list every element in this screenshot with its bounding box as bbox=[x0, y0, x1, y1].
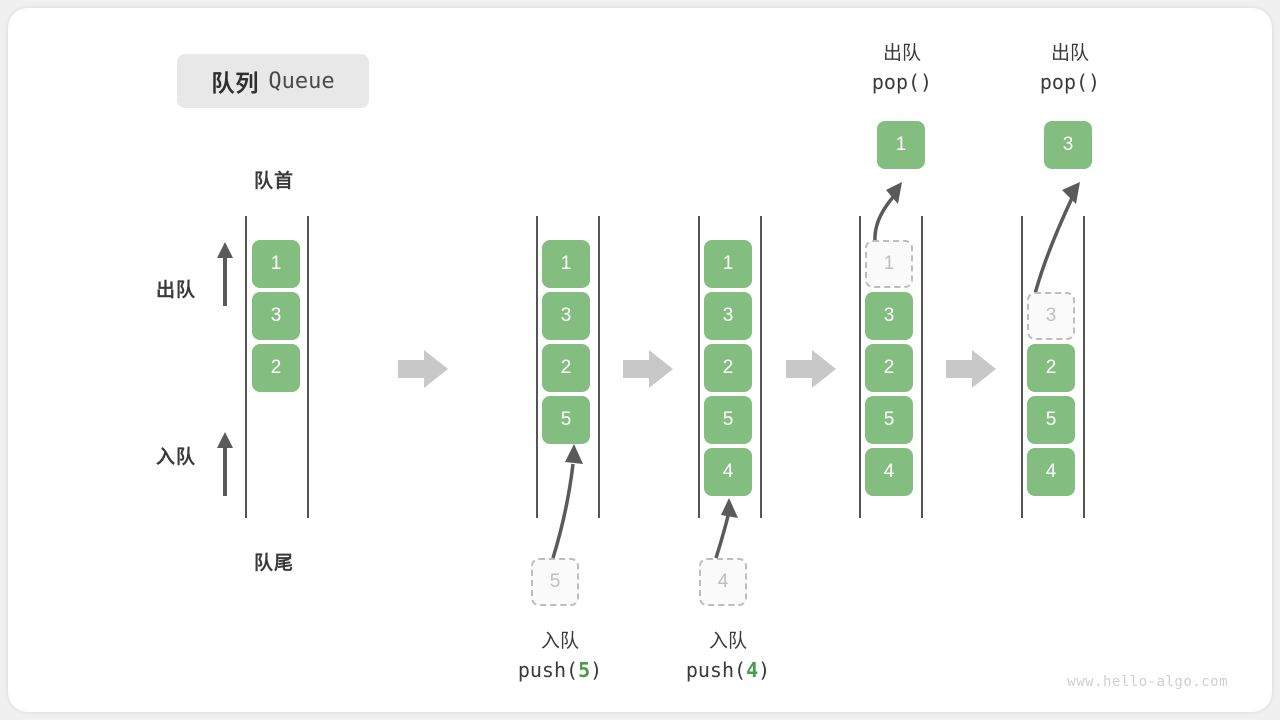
queue-cell: 2 bbox=[704, 344, 752, 392]
queue-cell: 5 bbox=[542, 396, 590, 444]
dequeue-label: 出队 bbox=[156, 280, 197, 301]
caption-pop-1: 出队 pop() bbox=[808, 40, 996, 97]
diagram-card: 队列 Queue 队首 队尾 1 3 2 出队 入队 1 3 2 5 5 入队 … bbox=[8, 8, 1272, 712]
enqueue-arrow-icon bbox=[217, 432, 233, 496]
rail-right-col2 bbox=[598, 216, 600, 518]
queue-cell: 3 bbox=[252, 292, 300, 340]
caption-code: pop() bbox=[1039, 69, 1101, 94]
queue-cell: 2 bbox=[542, 344, 590, 392]
rail-right-col3 bbox=[760, 216, 762, 518]
caption-arg: 4 bbox=[746, 657, 759, 682]
caption-fn: push( bbox=[685, 657, 747, 682]
queue-cell: 1 bbox=[542, 240, 590, 288]
step-arrow-icon bbox=[623, 350, 673, 388]
title-cn: 队列 bbox=[211, 70, 260, 96]
incoming-ghost-cell: 5 bbox=[531, 558, 579, 606]
caption-push-5: 入队 push(5) bbox=[460, 628, 660, 685]
incoming-ghost-cell: 4 bbox=[699, 558, 747, 606]
caption-fn: push( bbox=[517, 657, 579, 682]
popped-cell: 3 bbox=[1044, 121, 1092, 169]
caption-pop-2: 出队 pop() bbox=[976, 40, 1164, 97]
caption-cn: 出队 bbox=[882, 43, 921, 64]
queue-cell: 5 bbox=[704, 396, 752, 444]
caption-close: ) bbox=[590, 657, 603, 682]
caption-cn: 入队 bbox=[708, 631, 747, 652]
queue-cell: 4 bbox=[704, 448, 752, 496]
step-arrow-icon bbox=[398, 350, 448, 388]
caption-close: ) bbox=[758, 657, 771, 682]
queue-cell: 2 bbox=[1027, 344, 1075, 392]
rail-right-col5 bbox=[1083, 216, 1085, 518]
caption-cn: 出队 bbox=[1050, 43, 1089, 64]
caption-arg: 5 bbox=[578, 657, 591, 682]
popped-cell: 1 bbox=[877, 121, 925, 169]
queue-rear-label: 队尾 bbox=[253, 553, 294, 574]
step-arrow-icon bbox=[786, 350, 836, 388]
rail-right-col4 bbox=[921, 216, 923, 518]
caption-push-4: 入队 push(4) bbox=[628, 628, 828, 685]
queue-cell: 3 bbox=[865, 292, 913, 340]
enqueue-motion-arrow-icon bbox=[551, 444, 583, 559]
queue-cell: 4 bbox=[1027, 448, 1075, 496]
rail-left-col2 bbox=[536, 216, 538, 518]
watermark: www.hello-algo.com bbox=[1067, 674, 1228, 690]
rail-left-col5 bbox=[1021, 216, 1023, 518]
queue-cell: 5 bbox=[865, 396, 913, 444]
caption-cn: 入队 bbox=[540, 631, 579, 652]
rail-left-col1 bbox=[245, 216, 247, 518]
queue-front-label: 队首 bbox=[253, 171, 294, 192]
step-arrow-icon bbox=[946, 350, 996, 388]
title-en: Queue bbox=[268, 68, 335, 94]
queue-cell: 2 bbox=[252, 344, 300, 392]
queue-cell: 3 bbox=[704, 292, 752, 340]
dequeue-motion-arrow-icon bbox=[1030, 182, 1080, 307]
queue-cell: 1 bbox=[704, 240, 752, 288]
queue-cell: 1 bbox=[252, 240, 300, 288]
queue-cell-ghost: 1 bbox=[865, 240, 913, 288]
caption-code: push(4) bbox=[628, 656, 828, 685]
rail-right-col1 bbox=[307, 216, 309, 518]
rail-left-col3 bbox=[698, 216, 700, 518]
caption-code: pop() bbox=[871, 69, 933, 94]
queue-cell: 2 bbox=[865, 344, 913, 392]
queue-cell: 3 bbox=[542, 292, 590, 340]
queue-cell-ghost: 3 bbox=[1027, 292, 1075, 340]
enqueue-motion-arrow-icon bbox=[714, 498, 738, 559]
title-badge: 队列 Queue bbox=[177, 54, 369, 108]
queue-cell: 5 bbox=[1027, 396, 1075, 444]
rail-left-col4 bbox=[859, 216, 861, 518]
queue-cell: 4 bbox=[865, 448, 913, 496]
enqueue-label: 入队 bbox=[156, 447, 197, 468]
dequeue-arrow-icon bbox=[217, 242, 233, 306]
caption-code: push(5) bbox=[460, 656, 660, 685]
